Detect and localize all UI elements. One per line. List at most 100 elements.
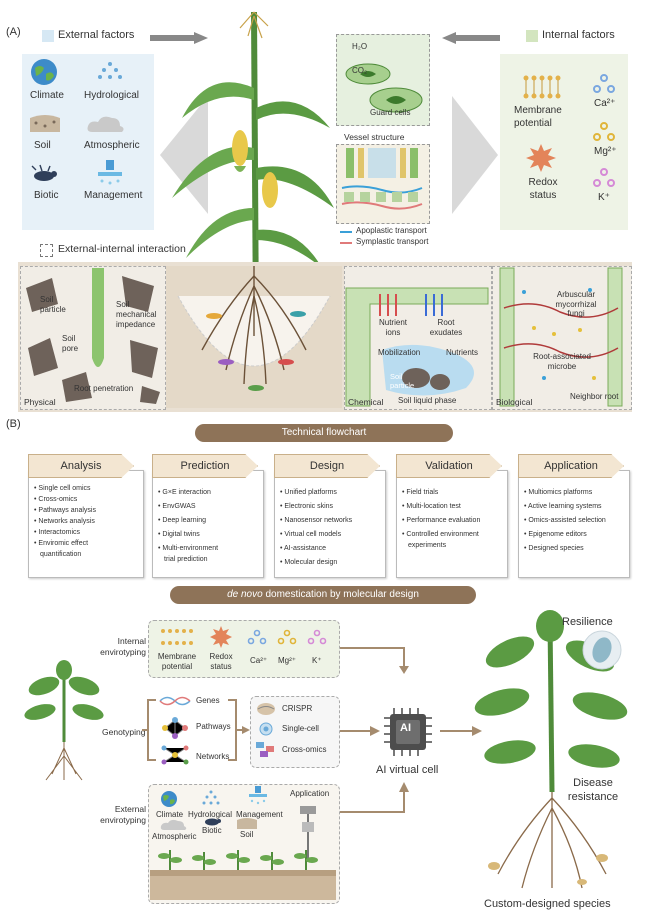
sprinkler-small-icon bbox=[249, 786, 267, 805]
maize-root-illustration bbox=[166, 266, 342, 408]
sprinkler-icon bbox=[98, 160, 122, 185]
co2-label: CO₂ bbox=[352, 66, 368, 75]
guard-cells-icon bbox=[345, 63, 423, 113]
stage-item: • Cross-omics bbox=[34, 496, 78, 503]
root-exudates-label: Root exudates bbox=[429, 318, 463, 337]
mechanical-impedance-label: Soil mechanical impedance bbox=[116, 300, 157, 329]
interaction-label: External-internal interaction bbox=[58, 243, 186, 255]
genotyping-right-bracket-icon bbox=[228, 699, 250, 761]
external-item-climate: Climate bbox=[30, 90, 64, 101]
left-chevron-shape bbox=[160, 96, 208, 214]
genotyping-label: Genotyping bbox=[102, 727, 146, 737]
internal-item-membrane: Membrane potential bbox=[514, 105, 562, 129]
magnesium-small-icon bbox=[277, 629, 297, 645]
stage-item: • Digital twins bbox=[158, 531, 200, 538]
ai-virtual-cell-label: AI virtual cell bbox=[376, 764, 439, 776]
biological-soil-illustration bbox=[499, 267, 623, 407]
single-cell-icon bbox=[259, 722, 273, 736]
stage-item: • Field trials bbox=[402, 489, 439, 496]
magnesium-icon bbox=[593, 122, 615, 141]
nutrient-ions-label: Nutrient ions bbox=[378, 318, 407, 337]
internal-envirotyping-label: Internal envirotyping bbox=[100, 636, 146, 657]
ai-chip-icon bbox=[384, 708, 432, 756]
root-penetration-label: Root penetration bbox=[74, 384, 134, 393]
seedling-illustration bbox=[24, 660, 104, 781]
h2o-label: H₂O bbox=[352, 42, 368, 51]
amf-label: Arbuscular mycorrhizal fungi bbox=[555, 290, 597, 318]
water-drops-small-icon bbox=[202, 790, 220, 805]
stage-card-validation bbox=[396, 470, 508, 578]
membrane-icon bbox=[523, 75, 561, 99]
stage-head-validation: Validation bbox=[396, 454, 502, 478]
potassium-small-icon bbox=[307, 629, 327, 645]
stage-card-prediction bbox=[152, 470, 264, 578]
soil-particle-label: Soil particle bbox=[40, 295, 66, 314]
globe-small-icon bbox=[161, 791, 177, 807]
internal-envirotyping-ca: Ca²⁺ bbox=[250, 656, 268, 665]
stage-item: • EnvGWAS bbox=[158, 503, 196, 510]
redox-burst-icon bbox=[526, 144, 556, 172]
tool-single-cell: Single-cell bbox=[282, 724, 319, 733]
soil-icon bbox=[30, 115, 60, 132]
stage-head-application: Application bbox=[518, 454, 624, 478]
stage-item: • Omics-assisted selection bbox=[524, 517, 606, 524]
microbe-label: Root-associated microbe bbox=[533, 352, 591, 371]
custom-species-label: Custom-designed species bbox=[484, 898, 611, 910]
soil-small-icon bbox=[237, 818, 257, 829]
stage-item: • Performance evaluation bbox=[402, 517, 481, 524]
technical-flowchart-pill: Technical flowchart bbox=[195, 424, 453, 442]
arrow-right-icon bbox=[150, 32, 208, 44]
vessel-structure-icon bbox=[341, 148, 423, 210]
water-drops-icon bbox=[98, 62, 122, 79]
stage-item: • Enviromic effect bbox=[34, 540, 89, 547]
interaction-legend-swatch bbox=[40, 244, 53, 257]
panel-b-label: (B) bbox=[6, 418, 21, 430]
stage-item: • Electronic skins bbox=[280, 503, 334, 510]
genotyping-pathways: Pathways bbox=[196, 722, 231, 731]
stage-item: • Multi-environment bbox=[158, 545, 219, 552]
vessel-structure-label: Vessel structure bbox=[344, 132, 405, 142]
internal-envirotyping-k: K⁺ bbox=[312, 656, 322, 665]
ext-env-atmospheric: Atmospheric bbox=[152, 832, 197, 841]
ai-chip-label: AI bbox=[400, 722, 411, 734]
tool-crispr: CRISPR bbox=[282, 704, 313, 713]
globe-icon bbox=[31, 59, 57, 85]
ext-env-biotic: Biotic bbox=[202, 826, 222, 835]
stage-item: • Nanosensor networks bbox=[280, 517, 353, 524]
stage-item: • Virtual cell models bbox=[280, 531, 342, 538]
stage-card-design bbox=[274, 470, 386, 578]
physical-label: Physical bbox=[24, 397, 56, 407]
stage-head-prediction: Prediction bbox=[152, 454, 258, 478]
maize-plant-illustration bbox=[172, 11, 334, 329]
stage-head-analysis: Analysis bbox=[28, 454, 134, 478]
external-item-hydrological: Hydrological bbox=[84, 90, 140, 101]
stage-card-application bbox=[518, 470, 630, 578]
stage-item: • Multiomics platforms bbox=[524, 489, 593, 496]
external-envirotyping-label: External envirotyping bbox=[100, 804, 146, 825]
apoplastic-label: Apoplastic transport bbox=[356, 226, 427, 235]
arrow-left-icon bbox=[442, 32, 500, 44]
insect-icon bbox=[31, 164, 57, 181]
internal-legend-swatch bbox=[526, 30, 538, 42]
internal-envirotyping-box bbox=[148, 620, 340, 678]
stage-item: • G×E interaction bbox=[158, 489, 211, 496]
calcium-icon bbox=[593, 74, 615, 93]
nutrients-label: Nutrients bbox=[446, 348, 479, 357]
soil-particle-chem-label: Soil particle bbox=[390, 372, 415, 390]
cloud-icon bbox=[87, 116, 124, 132]
ext-env-management: Management bbox=[236, 810, 283, 819]
biological-label: Biological bbox=[496, 397, 533, 407]
chemical-soil-illustration bbox=[345, 287, 489, 407]
genotyping-genes: Genes bbox=[196, 696, 220, 705]
membrane-small-icon bbox=[161, 629, 193, 645]
arrow-to-ai-icon bbox=[340, 726, 380, 736]
stage-item: • Single cell omics bbox=[34, 485, 91, 492]
soil-pore-label: Soil pore bbox=[62, 334, 79, 353]
stage-head-design: Design bbox=[274, 454, 380, 478]
internal-factors-box bbox=[500, 54, 628, 230]
stage-item: • Active learning systems bbox=[524, 503, 602, 510]
internal-item-ca: Ca²⁺ bbox=[594, 98, 616, 109]
ext-env-hydrological: Hydrological bbox=[188, 810, 233, 819]
denovo-title: domestication by molecular design bbox=[265, 589, 419, 600]
connector-arrow-icon bbox=[340, 647, 409, 674]
